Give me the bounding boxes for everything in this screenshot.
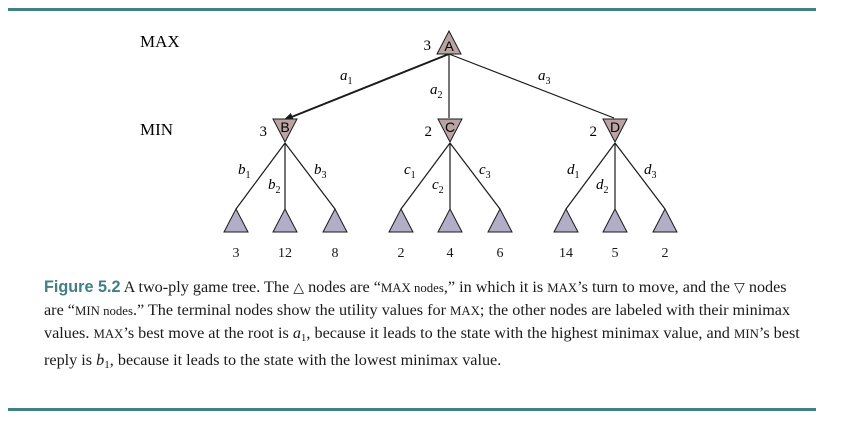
terminal-value: 4	[447, 246, 454, 261]
edge-a1-label: a1	[340, 68, 353, 87]
edge-a2-label: a2	[430, 82, 443, 101]
edge-b3	[284, 142, 336, 210]
terminal-value: 2	[662, 246, 669, 261]
terminal-nodes	[223, 207, 678, 233]
edge-c1-label: c1	[404, 162, 416, 181]
terminal-node	[322, 207, 348, 233]
edge-d1-label: d1	[567, 162, 580, 181]
terminal-value: 14	[559, 246, 573, 261]
figure-caption: Figure 5.2 A two-ply game tree. The △ no…	[44, 278, 800, 371]
min-node-c-value: 2	[425, 124, 433, 140]
edge-a1	[283, 53, 450, 121]
edge-c3-label: c3	[479, 162, 491, 181]
terminal-node	[553, 207, 579, 233]
figure-label: Figure 5.2	[44, 278, 121, 296]
min-node-d-value: 2	[590, 124, 598, 140]
min-level-label: MIN	[140, 120, 173, 139]
min-node-c	[437, 118, 463, 144]
edge-b1-label: b1	[238, 162, 251, 181]
min-node-d	[602, 118, 628, 144]
edge-c1	[400, 142, 451, 210]
min-node-d-label: D	[610, 119, 620, 135]
max-node-a-label: A	[444, 38, 454, 54]
edge-d3-label: d3	[644, 162, 657, 181]
top-rule	[8, 8, 816, 11]
terminal-node	[388, 207, 414, 233]
edge-b2-label: b2	[268, 177, 281, 196]
min-node-b	[272, 118, 298, 144]
edge-a3	[448, 53, 615, 119]
min-node-c-label: C	[445, 119, 455, 135]
terminal-node	[652, 207, 678, 233]
edge-d1	[565, 142, 616, 210]
terminal-value: 5	[612, 246, 619, 261]
edge-d2-label: d2	[596, 177, 609, 196]
edge-c2-label: c2	[432, 177, 444, 196]
terminal-node	[272, 207, 298, 233]
edge-b3-label: b3	[314, 162, 327, 181]
terminal-value: 3	[233, 246, 240, 261]
bottom-rule	[8, 408, 816, 411]
min-node-b-value: 3	[260, 124, 268, 140]
edge-b1	[235, 142, 286, 210]
up-triangle-icon: △	[293, 280, 305, 296]
min-node-b-label: B	[280, 119, 289, 135]
terminal-node	[437, 207, 463, 233]
terminal-node	[487, 207, 513, 233]
edge-a3-label: a3	[538, 68, 551, 87]
terminal-value: 2	[398, 246, 405, 261]
terminal-value: 12	[278, 246, 292, 261]
max-level-label: MAX	[140, 32, 180, 51]
terminal-value: 6	[497, 246, 504, 261]
max-node-a	[436, 29, 462, 55]
edge-d3	[614, 142, 666, 210]
terminal-value: 8	[332, 246, 339, 261]
terminal-node	[602, 207, 628, 233]
max-node-a-value: 3	[424, 38, 432, 54]
game-tree-diagram: MAX MIN A 3 B 3 C 2 D 2 a1 a2 a3 b1 b2 b…	[140, 29, 678, 261]
edge-c3	[449, 142, 501, 210]
terminal-node	[223, 207, 249, 233]
down-triangle-icon: ▽	[734, 280, 745, 296]
